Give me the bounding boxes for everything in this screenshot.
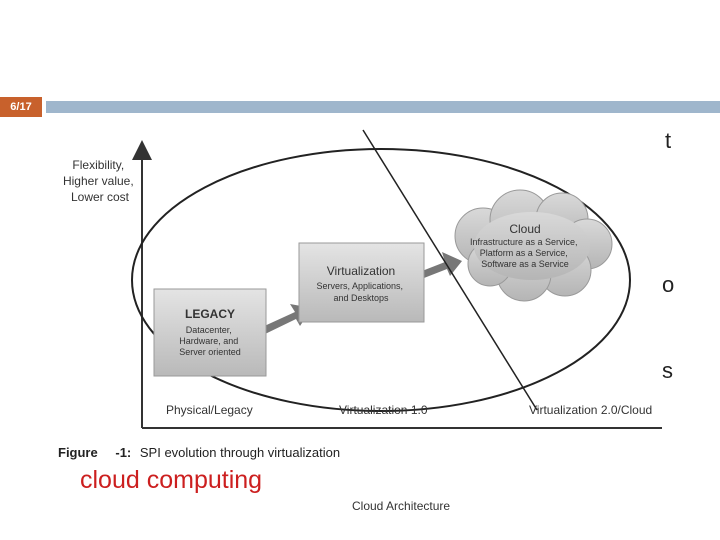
legacy-detail-line: Hardware, and <box>179 336 238 346</box>
slide-footer: Cloud Architecture <box>352 499 451 513</box>
x-label-physical: Physical/Legacy <box>166 403 253 417</box>
cloud-scope-ellipse <box>131 148 631 412</box>
cut-off-text-char: o <box>662 272 675 297</box>
cut-off-text-char: t <box>665 128 672 153</box>
virtualization-to-cloud-arrow <box>422 252 462 278</box>
svg-text:Servers, Applications, a: Servers, Applications, and Desktops <box>316 281 405 303</box>
y-axis-label-line: Higher value, <box>63 174 134 188</box>
virtualization-detail-line: and Desktops <box>333 293 389 303</box>
x-label-virtualization-2: Virtualization 2.0/Cloud <box>529 403 652 417</box>
spi-evolution-figure: Flexibility, Higher value, Lower cost LE… <box>50 128 662 468</box>
virtualization-title: Virtualization <box>327 264 395 278</box>
cloud-detail-line: Infrastructure as a Service, <box>470 237 578 247</box>
y-axis-label-line: Lower cost <box>71 190 130 204</box>
x-label-virtualization-1: Virtualization 1.0 <box>339 403 428 417</box>
caption-prefix: Figure <box>58 445 98 460</box>
y-axis-label-line: Flexibility, <box>72 158 124 172</box>
virtualization-box <box>298 242 425 323</box>
virtualization-detail-line: Servers, Applications, <box>316 281 403 291</box>
legacy-title: LEGACY <box>185 307 235 321</box>
caption-text: SPI evolution through virtualization <box>140 445 340 460</box>
legacy-detail-line: Server oriented <box>179 347 241 357</box>
svg-text:Flexibility, Higher valu: Flexibility, Higher value, Lower cost <box>63 158 137 204</box>
page-number-badge: 6/17 <box>0 97 42 117</box>
caption-number: -1: <box>115 445 131 460</box>
figure-diagram: Flexibility, Higher value, Lower cost LE… <box>58 129 662 460</box>
legacy-box <box>153 288 267 377</box>
cloud-detail-line: Platform as a Service, <box>480 248 568 258</box>
header-bar <box>46 101 720 113</box>
cloud-detail-line: Software as a Service <box>481 259 569 269</box>
cut-off-text-char: s <box>662 358 673 383</box>
cloud-shape <box>454 189 613 302</box>
svg-text:Datacenter, Hardware, an: Datacenter, Hardware, and Server oriente… <box>179 325 241 357</box>
cloud-title: Cloud <box>509 222 540 236</box>
svg-text:Figure -1: SPI evo: Figure -1: SPI evolution through virtual… <box>58 445 340 460</box>
svg-text:Infrastructure as a Service,: Infrastructure as a Service, Platform as… <box>470 237 580 269</box>
slide-red-text: cloud computing <box>80 466 263 494</box>
legacy-detail-line: Datacenter, <box>186 325 232 335</box>
diagonal-divider-line <box>362 129 538 411</box>
